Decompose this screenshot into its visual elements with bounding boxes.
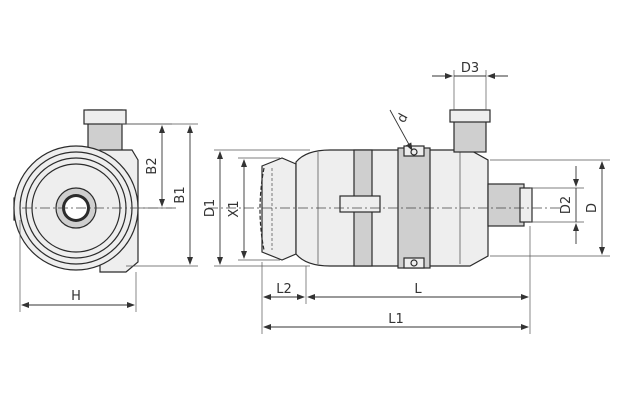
label-B1: B1 xyxy=(173,186,188,203)
side-view xyxy=(13,109,178,273)
front-clamp-screw-bottom xyxy=(410,259,418,267)
label-D1: D1 xyxy=(203,199,218,217)
dim-D: D xyxy=(490,159,610,257)
label-D: D xyxy=(585,203,600,213)
front-right-tube xyxy=(487,183,525,227)
front-latch xyxy=(339,195,381,213)
label-D3: D3 xyxy=(461,61,479,76)
side-inlet-collar xyxy=(83,109,127,125)
label-X1: X1 xyxy=(227,200,242,217)
front-view xyxy=(208,109,560,269)
dim-L1: L1 xyxy=(263,312,529,330)
dim-d: d xyxy=(389,109,413,151)
dim-D3: D3 xyxy=(432,61,508,110)
front-cap-edge xyxy=(259,167,265,251)
label-L: L xyxy=(414,282,422,297)
front-inlet-cap xyxy=(261,157,297,261)
label-H: H xyxy=(71,289,81,304)
label-B2: B2 xyxy=(145,157,160,174)
dim-H: H xyxy=(19,220,137,312)
dim-L: L xyxy=(307,226,531,334)
dim-D1: D1 xyxy=(203,149,310,267)
front-top-tube-collar xyxy=(449,109,491,123)
label-L2: L2 xyxy=(276,282,292,297)
dim-D2: D2 xyxy=(530,166,584,244)
label-L1: L1 xyxy=(388,312,404,327)
front-right-tube-end xyxy=(519,187,533,223)
label-D2: D2 xyxy=(559,196,574,214)
front-clamp-top-lug xyxy=(403,145,425,157)
front-clamp-screw-top xyxy=(410,148,418,156)
dim-B1: B1 xyxy=(122,123,198,267)
dim-L2: L2 xyxy=(261,262,307,334)
dim-X1: X1 xyxy=(227,157,280,261)
front-clamp-bottom-lug xyxy=(403,257,425,269)
